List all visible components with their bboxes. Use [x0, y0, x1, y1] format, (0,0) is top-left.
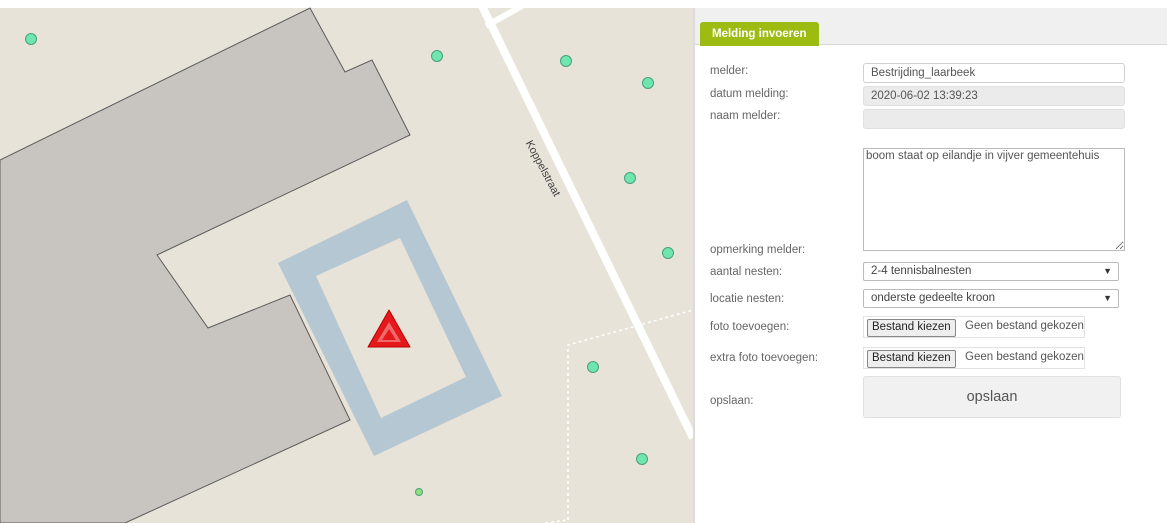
locatie-nesten-value: onderste gedeelte kroon — [871, 292, 996, 304]
opslaan-button[interactable]: opslaan — [863, 376, 1121, 418]
map-top-strip — [0, 0, 693, 8]
label-opmerking-melder: opmerking melder: — [710, 244, 806, 256]
foto-file-status: Geen bestand gekozen — [965, 320, 1084, 332]
tree-marker[interactable] — [431, 50, 443, 62]
map-canvas[interactable]: Koppelstraat — [0, 0, 693, 523]
label-opslaan: opslaan: — [710, 395, 754, 407]
road-side — [484, 3, 524, 29]
naam-melder-field — [863, 109, 1125, 129]
report-panel: Melding invoeren melder: Bestrijding_laa… — [693, 8, 1167, 523]
label-locatie-nesten: locatie nesten: — [710, 293, 785, 305]
tab-bar: Melding invoeren — [695, 8, 1167, 46]
tree-marker[interactable] — [642, 77, 654, 89]
locatie-nesten-select[interactable]: onderste gedeelte kroon ▼ — [863, 289, 1119, 308]
tree-marker[interactable] — [636, 453, 648, 465]
label-aantal-nesten: aantal nesten: — [710, 266, 783, 278]
extra-foto-file-status: Geen bestand gekozen — [965, 351, 1084, 363]
dropdown-arrow-icon: ▼ — [1103, 266, 1112, 276]
road-koppelstraat — [478, 4, 693, 440]
tab-melding-invoeren[interactable]: Melding invoeren — [700, 22, 819, 46]
datum-melding-field: 2020-06-02 13:39:23 — [863, 86, 1125, 106]
tree-marker[interactable] — [25, 33, 37, 45]
footpath-dashed-2 — [544, 519, 569, 523]
building — [0, 7, 411, 523]
tree-marker[interactable] — [624, 172, 636, 184]
nest-warning-icon[interactable] — [367, 309, 411, 348]
label-datum-melding: datum melding: — [710, 88, 789, 100]
footpath-dashed — [567, 309, 693, 520]
aantal-nesten-select[interactable]: 2-4 tennisbalnesten ▼ — [863, 262, 1119, 281]
label-foto-toevoegen: foto toevoegen: — [710, 321, 790, 333]
foto-file-input[interactable]: Bestand kiezen Geen bestand gekozen — [863, 316, 1085, 338]
extra-foto-choose-button[interactable]: Bestand kiezen — [867, 350, 956, 368]
foto-choose-button[interactable]: Bestand kiezen — [867, 319, 956, 337]
tree-marker[interactable] — [662, 247, 674, 259]
extra-foto-file-input[interactable]: Bestand kiezen Geen bestand gekozen — [863, 347, 1085, 369]
map-view[interactable]: Koppelstraat — [0, 0, 693, 523]
label-extra-foto-toevoegen: extra foto toevoegen: — [710, 352, 819, 364]
aantal-nesten-value: 2-4 tennisbalnesten — [871, 265, 972, 277]
label-melder: melder: — [710, 65, 749, 77]
opmerking-melder-textarea[interactable]: boom staat op eilandje in vijver gemeent… — [863, 148, 1125, 251]
label-naam-melder: naam melder: — [710, 110, 781, 122]
tree-marker-small[interactable] — [415, 488, 423, 496]
tree-marker[interactable] — [560, 55, 572, 67]
dropdown-arrow-icon: ▼ — [1103, 293, 1112, 303]
melder-input[interactable]: Bestrijding_laarbeek — [863, 63, 1125, 83]
tree-marker[interactable] — [587, 361, 599, 373]
